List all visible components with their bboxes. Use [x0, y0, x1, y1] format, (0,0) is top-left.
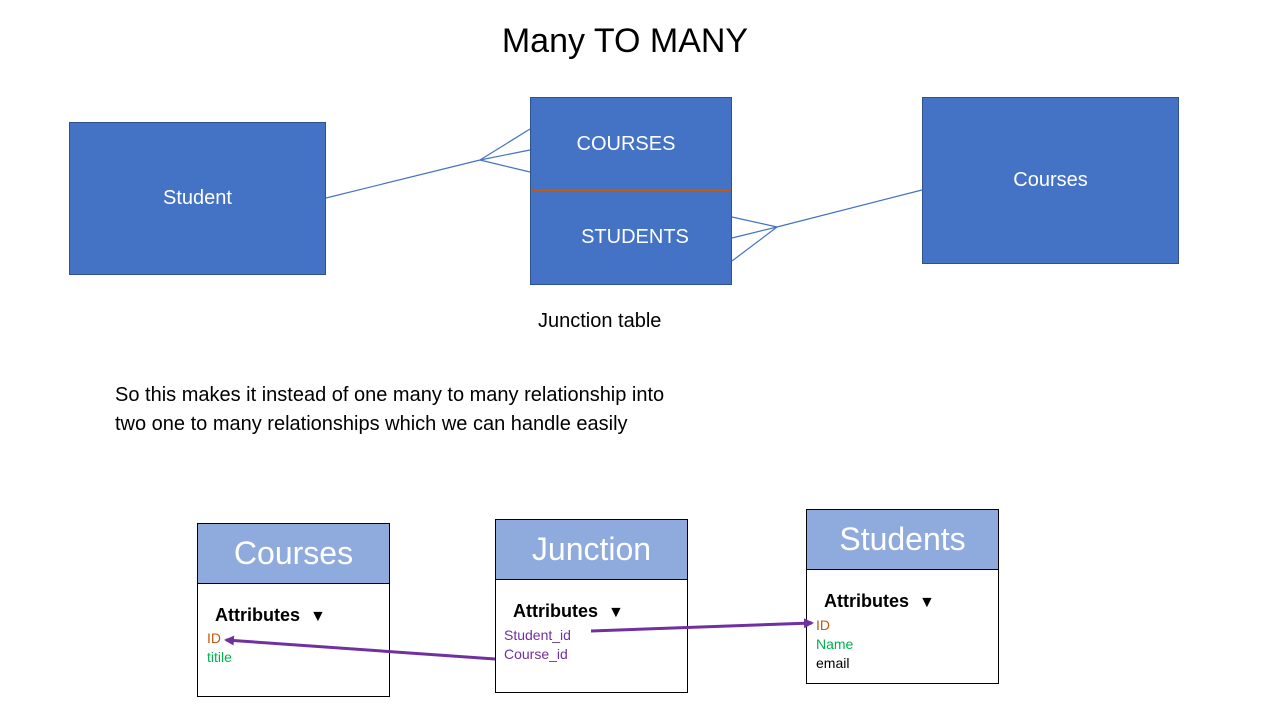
crows-foot-prong-upper [731, 216, 778, 228]
courses-field-id: ID [207, 630, 221, 646]
junction-courses-relationship [731, 189, 923, 262]
junction-students-section: STUDENTS [531, 191, 731, 284]
students-field-email: email [816, 655, 850, 671]
junction-courses-label: COURSES [576, 132, 676, 155]
courses-entity: Courses [922, 97, 1179, 264]
students-field-name: Name [816, 636, 854, 652]
explanation-note: So this makes it instead of one many to … [115, 384, 665, 435]
student-entity: Student [69, 122, 326, 275]
collapse-triangle-icon[interactable]: ▼ [608, 604, 624, 621]
courses-attributes-heading[interactable]: Attributes ▼ [215, 605, 326, 626]
junction-attributes-label: Attributes [513, 601, 598, 621]
junction-field-course-id: Course_id [504, 646, 568, 662]
junction-courses-section: COURSES [531, 98, 731, 190]
junction-field-student-id: Student_id [504, 627, 571, 643]
student-id-fk-arrow [590, 618, 814, 633]
courses-table-header: Courses [198, 524, 389, 584]
courses-entity-label: Courses [1013, 169, 1088, 191]
students-table-header: Students [807, 510, 998, 570]
junction-attributes-heading[interactable]: Attributes ▼ [513, 601, 624, 622]
students-table-card: Students Attributes ▼ ID Name email [806, 509, 999, 684]
courses-table-card: Courses Attributes ▼ ID titile [197, 523, 390, 697]
junction-table-card: Junction Attributes ▼ Student_id Course_i… [495, 519, 688, 693]
junction-table-header: Junction [496, 520, 687, 580]
courses-table-name: Courses [233, 535, 354, 571]
crows-foot-prong-middle [731, 226, 778, 239]
students-attributes-label: Attributes [824, 591, 909, 611]
courses-field-title: titile [207, 649, 232, 665]
students-table-name: Students [839, 521, 966, 557]
crows-foot-prong-lower [731, 226, 778, 262]
students-field-id: ID [816, 617, 830, 633]
junction-table-name: Junction [531, 531, 652, 567]
student-junction-relationship [325, 128, 531, 199]
collapse-triangle-icon[interactable]: ▼ [310, 608, 326, 625]
crows-foot-prong-upper [479, 128, 531, 161]
crows-foot-prong-lower [479, 159, 531, 173]
diagram-title: Many TO MANY [501, 22, 749, 60]
courses-relationship-line [776, 189, 923, 228]
junction-caption: Junction table [538, 310, 662, 332]
collapse-triangle-icon[interactable]: ▼ [919, 594, 935, 611]
crows-foot-prong-middle [479, 149, 531, 161]
course-id-fk-arrow [224, 635, 496, 661]
student-entity-label: Student [163, 187, 232, 209]
courses-attributes-label: Attributes [215, 605, 300, 625]
junction-students-label: STUDENTS [581, 226, 689, 248]
student-relationship-line [325, 159, 481, 199]
junction-entity: COURSES STUDENTS [530, 97, 732, 285]
students-attributes-heading[interactable]: Attributes ▼ [824, 591, 935, 612]
junction-divider [531, 190, 731, 191]
